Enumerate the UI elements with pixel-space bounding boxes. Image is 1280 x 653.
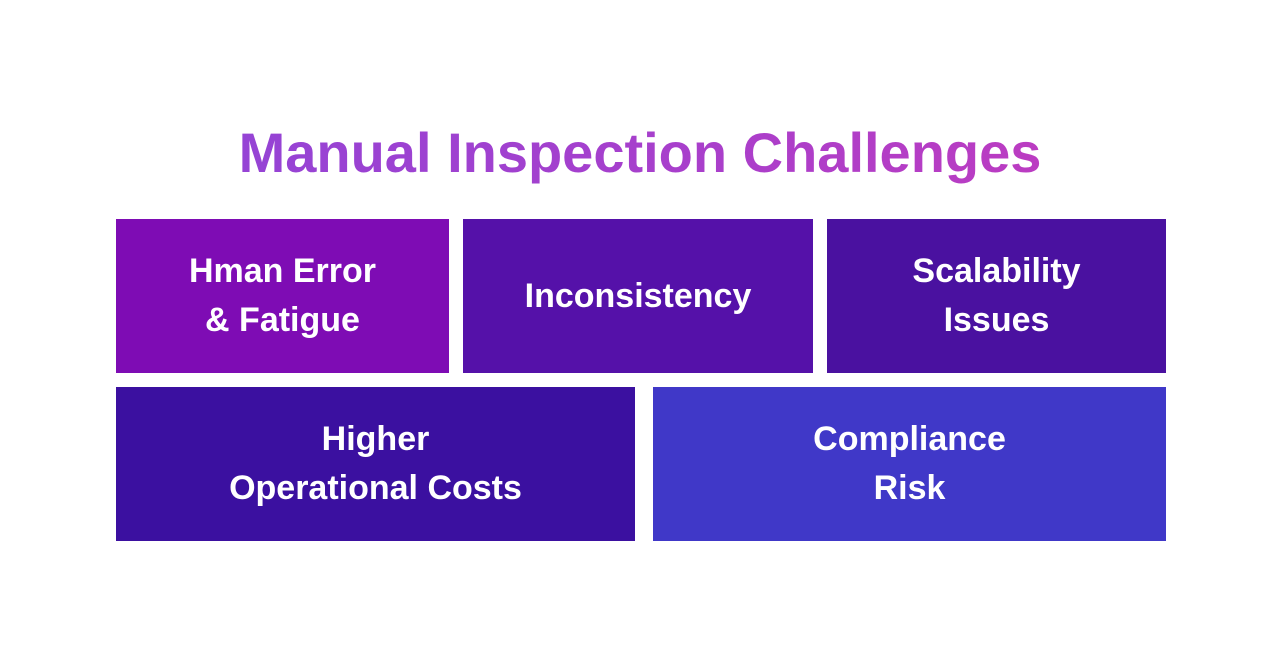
card-inconsistency: Inconsistency: [463, 219, 813, 373]
card-label: Compliance Risk: [813, 420, 1006, 507]
card-label: Hman Error & Fatigue: [188, 252, 377, 339]
page-title: Manual Inspection Challenges: [0, 120, 1280, 185]
card-human-error-fatigue: Hman Error & Fatigue: [116, 219, 449, 373]
card-compliance-risk: Compliance Risk: [653, 387, 1166, 541]
card-scalability-issues: Scalability Issues: [827, 219, 1166, 373]
card-label: Scalability Issues: [912, 252, 1081, 339]
card-label: Higher Operational Costs: [229, 420, 522, 507]
card-higher-operational-costs: Higher Operational Costs: [116, 387, 635, 541]
card-label: Inconsistency: [524, 276, 752, 315]
